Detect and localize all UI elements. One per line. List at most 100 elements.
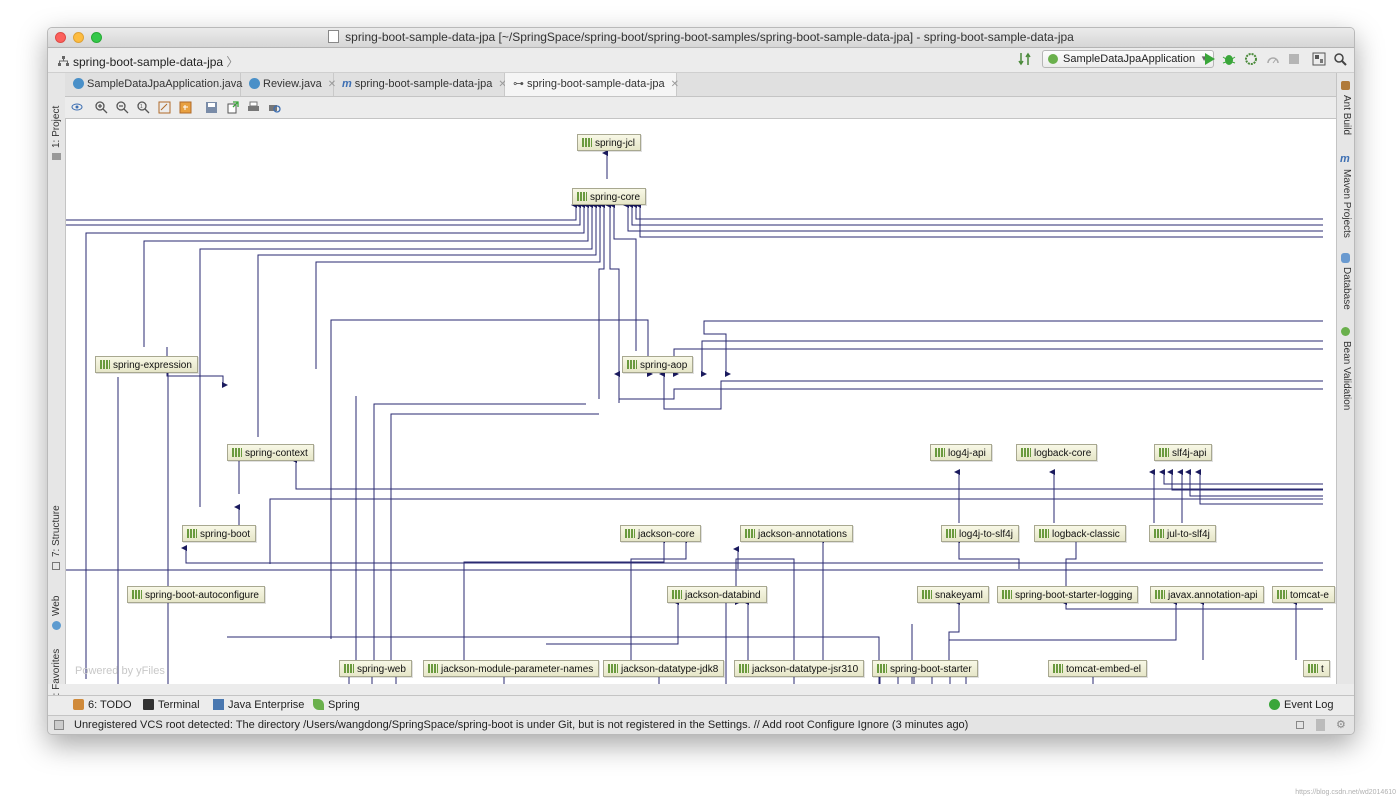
node-t[interactable]: t bbox=[1303, 660, 1330, 677]
node-jackson-module-parameter-names[interactable]: jackson-module-parameter-names bbox=[423, 660, 600, 677]
maven-artifact-icon bbox=[922, 590, 932, 599]
node-spring-boot-autoconfigure[interactable]: spring-boot-autoconfigure bbox=[127, 586, 265, 603]
node-spring-boot-starter-logging[interactable]: spring-boot-starter-logging bbox=[997, 586, 1139, 603]
print-preview-icon[interactable] bbox=[268, 101, 281, 114]
source-caption: https://blog.csdn.net/wd2014610 bbox=[1295, 789, 1396, 796]
actual-size-icon[interactable]: 1 bbox=[137, 101, 150, 114]
node-slf4j-api[interactable]: slf4j-api bbox=[1154, 444, 1213, 461]
tool-window-project[interactable]: 1: Project bbox=[51, 105, 62, 148]
view-options-icon[interactable] bbox=[71, 101, 84, 114]
maven-artifact-icon bbox=[100, 360, 110, 369]
tool-window-bean-validation[interactable]: Bean Validation bbox=[1341, 341, 1352, 411]
fit-content-icon[interactable] bbox=[158, 101, 171, 114]
node-spring-boot[interactable]: spring-boot bbox=[182, 525, 257, 542]
node-label: javax.annotation-api bbox=[1168, 590, 1258, 601]
node-spring-core[interactable]: spring-core bbox=[572, 188, 647, 205]
tool-window-ant-build[interactable]: Ant Build bbox=[1341, 95, 1352, 136]
node-logback-classic[interactable]: logback-classic bbox=[1034, 525, 1126, 542]
breadcrumb[interactable]: spring-boot-sample-data-jpa 〉 bbox=[58, 53, 238, 70]
minimize-window-button[interactable] bbox=[73, 32, 84, 43]
maven-artifact-icon bbox=[577, 192, 587, 201]
tool-window-structure[interactable]: 7: Structure bbox=[51, 505, 62, 557]
vcs-update-icon[interactable] bbox=[1018, 52, 1032, 66]
node-logback-core[interactable]: logback-core bbox=[1016, 444, 1098, 461]
close-tab-icon[interactable]: ✕ bbox=[327, 79, 337, 90]
tool-window-web[interactable]: Web bbox=[51, 595, 62, 616]
tool-window-maven-projects[interactable]: Maven Projects bbox=[1341, 169, 1352, 238]
node-log4j-api[interactable]: log4j-api bbox=[930, 444, 992, 461]
debug-icon[interactable] bbox=[1222, 52, 1236, 66]
close-tab-icon[interactable]: ✕ bbox=[670, 79, 679, 90]
tool-window-terminal[interactable]: Terminal bbox=[143, 699, 200, 711]
node-jackson-datatype-jdk8[interactable]: jackson-datatype-jdk8 bbox=[603, 660, 725, 677]
node-tomcat-embed-el[interactable]: tomcat-embed-el bbox=[1048, 660, 1148, 677]
export-icon[interactable] bbox=[226, 101, 239, 114]
terminal-icon bbox=[143, 699, 154, 710]
dependency-diagram[interactable]: spring-jcl spring-core spring-expression… bbox=[66, 119, 1336, 684]
node-jackson-databind[interactable]: jackson-databind bbox=[667, 586, 767, 603]
node-label: spring-aop bbox=[640, 360, 688, 371]
close-window-button[interactable] bbox=[55, 32, 66, 43]
project-structure-icon[interactable] bbox=[1312, 52, 1326, 66]
lock-icon bbox=[1296, 721, 1304, 729]
maven-artifact-icon bbox=[344, 664, 354, 673]
zoom-out-icon[interactable] bbox=[116, 101, 129, 114]
close-tab-icon[interactable]: ✕ bbox=[498, 79, 507, 90]
node-spring-context[interactable]: spring-context bbox=[227, 444, 314, 461]
tab-dependency-diagram[interactable]: ⊶spring-boot-sample-data-jpa✕ bbox=[505, 73, 679, 96]
maven-icon: m bbox=[1340, 153, 1350, 165]
tool-window-spring[interactable]: Spring bbox=[313, 699, 360, 711]
node-tomcat-e[interactable]: tomcat-e bbox=[1272, 586, 1335, 603]
node-spring-jcl[interactable]: spring-jcl bbox=[577, 134, 642, 151]
todo-icon bbox=[73, 699, 84, 710]
tool-window-favorites[interactable]: 2: Favorites bbox=[51, 648, 62, 701]
maven-artifact-icon bbox=[232, 448, 242, 457]
node-spring-web[interactable]: spring-web bbox=[339, 660, 412, 677]
node-label: spring-jcl bbox=[595, 138, 636, 149]
ant-icon bbox=[1341, 81, 1350, 90]
node-javax-annotation-api[interactable]: javax.annotation-api bbox=[1150, 586, 1264, 603]
tab-sample-data-jpa-application[interactable]: SampleDataJpaApplication.java✕ bbox=[65, 73, 257, 96]
diagram-toolbar: 1 bbox=[65, 97, 1336, 119]
tool-window-todo[interactable]: 6: TODO bbox=[73, 699, 132, 711]
apply-layout-icon[interactable] bbox=[179, 101, 192, 114]
node-spring-expression[interactable]: spring-expression bbox=[95, 356, 198, 373]
run-icon[interactable] bbox=[1202, 52, 1216, 66]
stop-icon[interactable] bbox=[1287, 52, 1301, 66]
save-icon[interactable] bbox=[205, 101, 218, 114]
coverage-icon[interactable] bbox=[1244, 52, 1258, 66]
node-spring-boot-starter[interactable]: spring-boot-starter bbox=[872, 660, 978, 677]
node-log4j-to-slf4j[interactable]: log4j-to-slf4j bbox=[941, 525, 1019, 542]
maven-artifact-icon bbox=[946, 529, 956, 538]
print-icon[interactable] bbox=[247, 101, 260, 114]
node-jul-to-slf4j[interactable]: jul-to-slf4j bbox=[1149, 525, 1216, 542]
node-jackson-annotations[interactable]: jackson-annotations bbox=[740, 525, 853, 542]
tool-window-java-enterprise[interactable]: Java Enterprise bbox=[213, 699, 304, 711]
node-spring-aop[interactable]: spring-aop bbox=[622, 356, 694, 373]
tool-window-database[interactable]: Database bbox=[1341, 267, 1352, 310]
node-label: logback-classic bbox=[1052, 529, 1120, 540]
zoom-in-icon[interactable] bbox=[95, 101, 108, 114]
node-label: jackson-module-parameter-names bbox=[441, 664, 594, 675]
profile-icon[interactable] bbox=[1266, 52, 1280, 66]
maven-artifact-icon bbox=[428, 664, 438, 673]
node-snakeyaml[interactable]: snakeyaml bbox=[917, 586, 989, 603]
maven-artifact-icon bbox=[1039, 529, 1049, 538]
run-configuration-select[interactable]: SampleDataJpaApplication ▼ bbox=[1042, 50, 1214, 68]
maximize-window-button[interactable] bbox=[91, 32, 102, 43]
tab-review-java[interactable]: Review.java✕ bbox=[241, 73, 337, 96]
node-jackson-datatype-jsr310[interactable]: jackson-datatype-jsr310 bbox=[734, 660, 865, 677]
tool-window-event-log[interactable]: Event Log bbox=[1269, 699, 1334, 711]
node-jackson-core[interactable]: jackson-core bbox=[620, 525, 701, 542]
node-label: jackson-datatype-jsr310 bbox=[752, 664, 859, 675]
search-icon[interactable] bbox=[1333, 52, 1347, 66]
inspector-icon[interactable]: ⚙ bbox=[1336, 719, 1346, 731]
node-label: log4j-to-slf4j bbox=[959, 529, 1013, 540]
node-label: jackson-datatype-jdk8 bbox=[621, 664, 719, 675]
tool-windows-toggle-icon[interactable] bbox=[54, 720, 64, 730]
status-message[interactable]: Unregistered VCS root detected: The dire… bbox=[74, 719, 969, 731]
memory-indicator-icon bbox=[1316, 719, 1325, 731]
module-icon bbox=[58, 56, 69, 66]
java-enterprise-icon bbox=[213, 699, 224, 710]
